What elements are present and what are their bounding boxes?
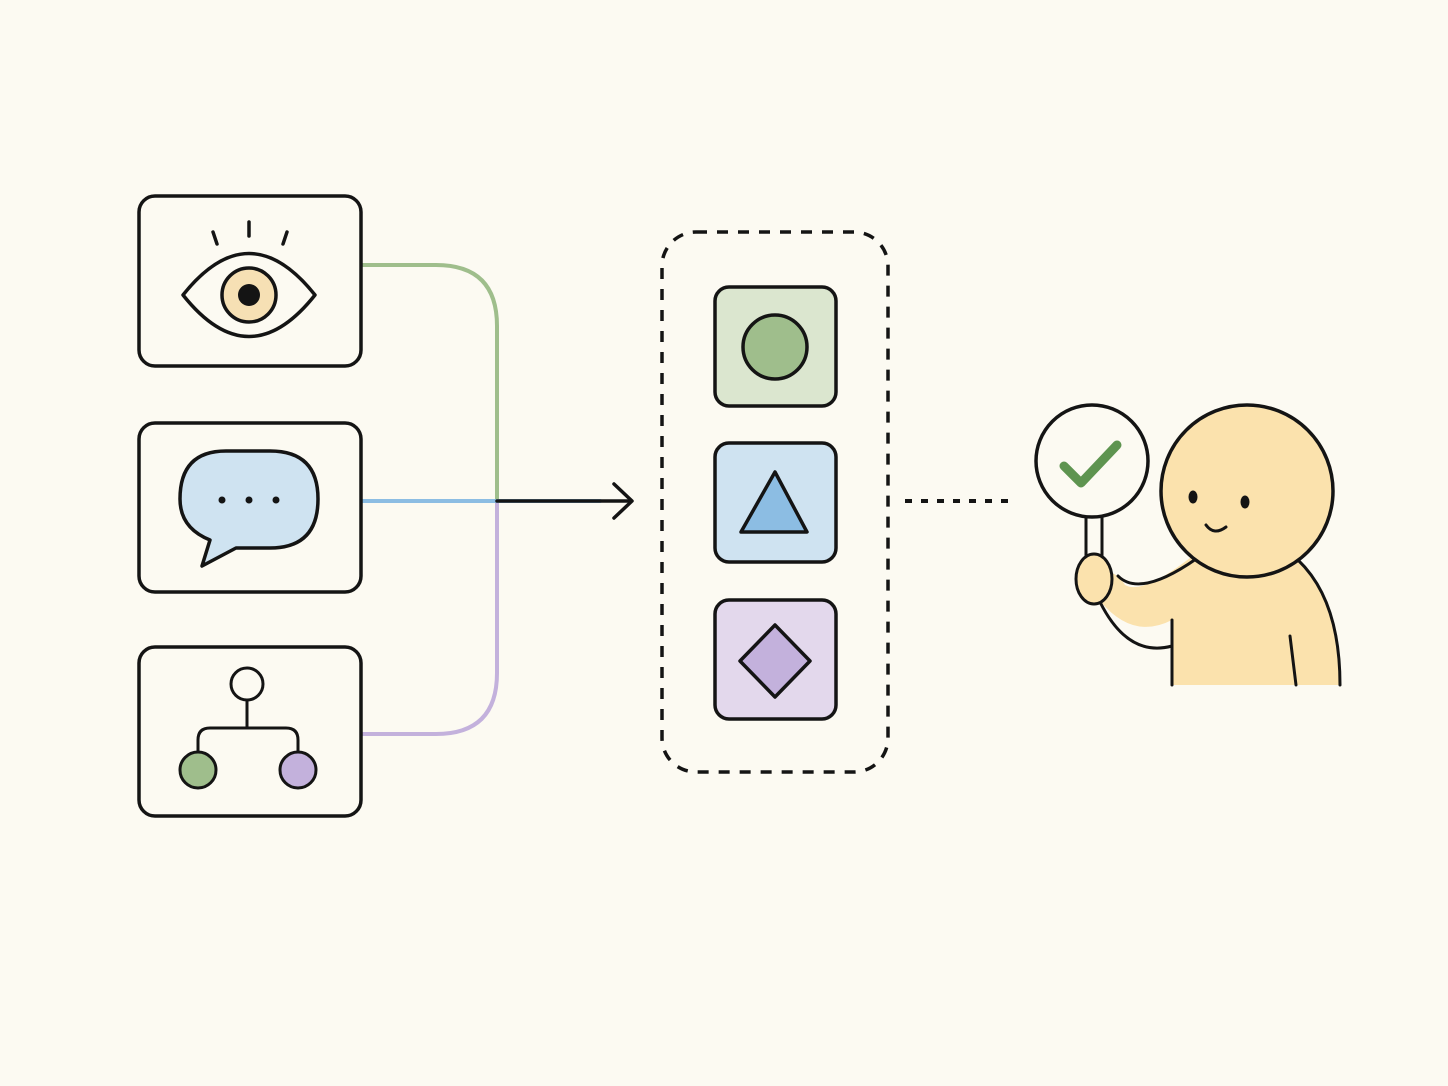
arrow-to-group (495, 482, 634, 520)
dot-icon (218, 496, 226, 504)
output-item-triangle (713, 441, 838, 564)
connector-line-purple (360, 499, 499, 736)
connector-line-green (360, 263, 499, 503)
eye-lash-left (211, 230, 219, 246)
dot-icon (245, 496, 253, 504)
person-eye-left (1188, 490, 1198, 504)
eye-pupil (238, 284, 260, 306)
input-card-eye (137, 194, 363, 368)
dot-icon (272, 496, 280, 504)
output-item-circle (713, 285, 838, 408)
input-card-hierarchy (137, 645, 363, 818)
hierarchy-root-node (229, 666, 265, 702)
person-arm-upper (1116, 557, 1198, 586)
person-arm-line (1288, 634, 1298, 687)
sign (1034, 403, 1150, 590)
eye-lash-right (281, 230, 289, 246)
speech-bubble-shape (178, 449, 320, 568)
hierarchy-branches (196, 700, 300, 752)
output-item-diamond (713, 598, 838, 721)
circle-icon (741, 313, 809, 381)
arrow-head-icon (612, 482, 634, 520)
sign-disc (1034, 403, 1150, 519)
hierarchy-child-node-green (178, 750, 218, 790)
person-head (1159, 403, 1335, 579)
person-eye-right (1240, 495, 1250, 509)
hierarchy-child-node-purple (278, 750, 318, 790)
speech-bubble-icon (178, 449, 320, 568)
person-icon (1034, 403, 1342, 687)
checkmark-icon (1059, 440, 1122, 488)
eye-icon (181, 220, 317, 339)
person-body-right-edge (1296, 558, 1342, 687)
hierarchy-icon (178, 666, 318, 790)
person-hand (1074, 552, 1114, 606)
person-arm-lower (1098, 600, 1174, 650)
input-card-chat (137, 421, 363, 594)
output-group-frame (660, 230, 890, 774)
triangle-icon (739, 470, 809, 534)
person-smile (1204, 523, 1228, 533)
diamond-icon (738, 623, 812, 699)
